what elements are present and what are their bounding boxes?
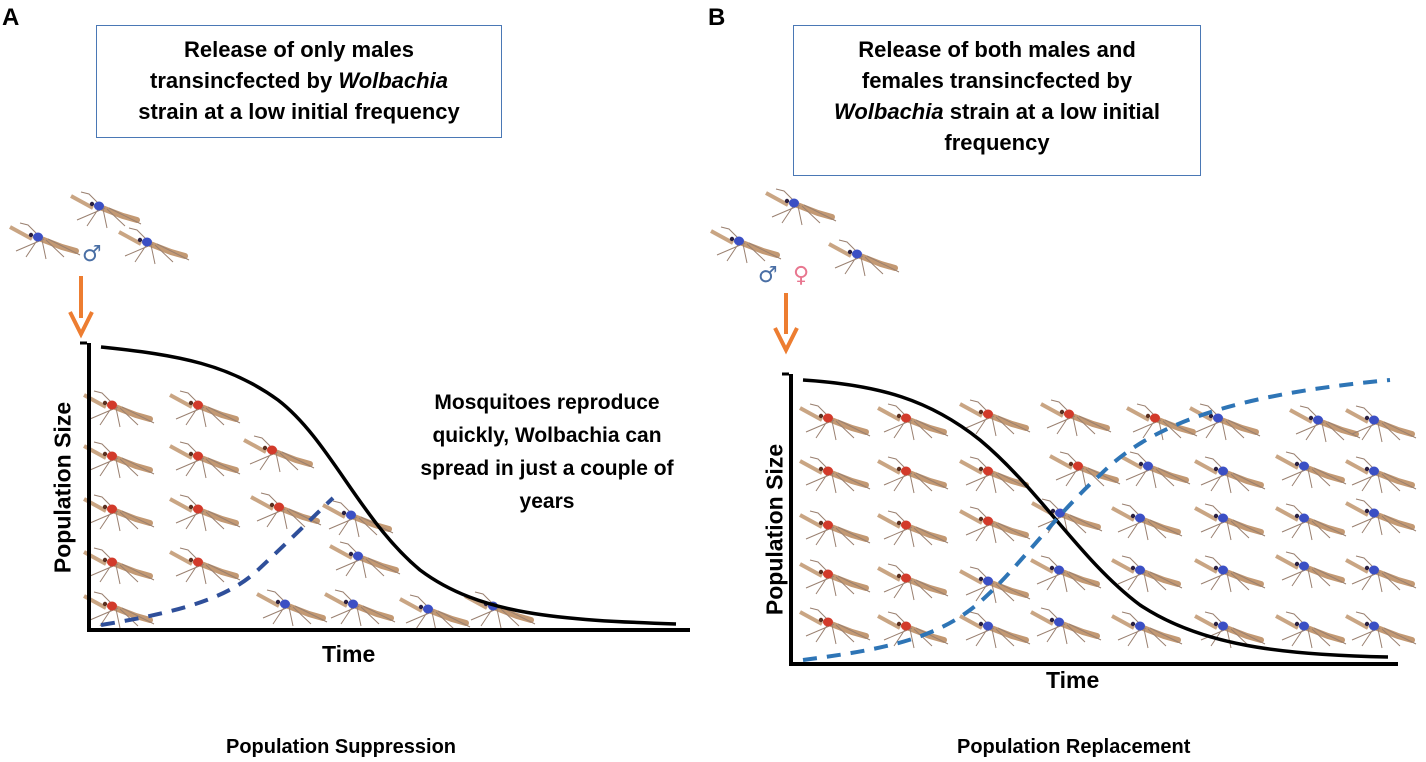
panel-b-released-mosquito	[711, 227, 781, 263]
panel-b-released-mosquito	[766, 189, 836, 225]
panel-a-note-line-4: years	[519, 490, 575, 513]
panel-a-box-line-2: transincfected by Wolbachia	[97, 65, 501, 96]
panel-b-description-box: Release of both males and females transi…	[793, 25, 1201, 176]
panel-a-note-line-2: quickly, Wolbachia can	[432, 424, 662, 447]
panel-a-released-mosquito	[10, 223, 80, 259]
panel-b-letter: B	[708, 4, 726, 31]
panel-b-box-italic: Wolbachia	[833, 99, 944, 124]
panel-b-box-line-2: females transincfected by	[861, 68, 1133, 93]
panel-a-box-line-2-text: transincfected by	[150, 68, 339, 93]
panel-b-axes	[782, 372, 1398, 666]
panel-a-box-italic: Wolbachia	[338, 68, 448, 93]
panel-b-male-symbol: ♂	[758, 263, 778, 288]
panel-b-wild-population-curve	[802, 378, 1389, 659]
panel-a-box-line-1: Release of only males	[184, 37, 414, 62]
panel-a-release-arrow	[68, 276, 94, 339]
panel-a-caption: Population Suppression	[226, 736, 457, 758]
panel-a-wolbachia-curve	[100, 496, 335, 627]
panel-b-caption: Population Replacement	[957, 736, 1191, 758]
panel-b-box-line-4: frequency	[944, 130, 1050, 155]
panel-b-female-symbol: ♀	[793, 263, 810, 288]
panel-b-box-line-3-text: strain at a low initial	[943, 99, 1160, 124]
panel-a-note-line-3: spread in just a couple of	[420, 457, 674, 480]
panel-b-box-line-3: Wolbachia strain at a low initial	[794, 96, 1200, 127]
panel-b-released-mosquito	[829, 240, 899, 276]
panel-a-description-box: Release of only males transincfected by …	[96, 25, 502, 138]
panel-a-wild-population-curve	[100, 345, 677, 626]
panel-a-box-line-3: strain at a low initial frequency	[138, 99, 460, 124]
panel-b-wolbachia-curve	[802, 378, 1391, 662]
panel-a-released-mosquito	[119, 228, 189, 264]
panel-a-released-mosquito	[71, 192, 141, 228]
panel-a-letter: A	[2, 4, 20, 31]
panel-a-note: Mosquitoes reproduce quickly, Wolbachia …	[397, 386, 697, 518]
panel-a-note-line-1: Mosquitoes reproduce	[434, 391, 660, 414]
panel-b-release-arrow	[773, 293, 799, 355]
panel-a-x-axis-label: Time	[322, 641, 376, 667]
panel-b-x-axis-label: Time	[1046, 667, 1100, 693]
panel-a-axes	[80, 341, 690, 632]
panel-b-mosquito-population	[800, 400, 1416, 648]
panel-b-y-axis-label: Population Size	[761, 443, 788, 616]
panel-b-box-line-1: Release of both males and	[858, 37, 1136, 62]
panel-a-male-symbol: ♂	[82, 242, 102, 267]
panel-a-y-axis-label: Population Size	[49, 401, 76, 574]
